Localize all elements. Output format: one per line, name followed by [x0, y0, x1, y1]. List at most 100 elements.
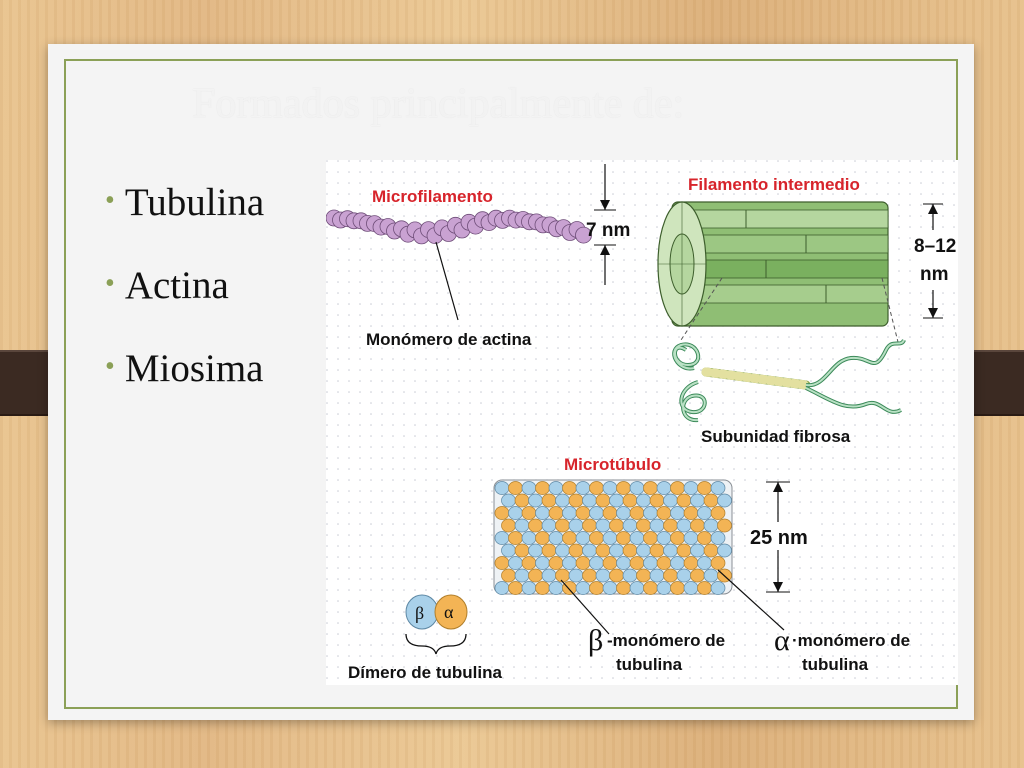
microfilament-title: Microfilamento — [372, 187, 493, 206]
beta-tubulin — [663, 568, 678, 583]
beta-tubulin — [535, 531, 550, 545]
alpha-tubulin — [541, 518, 557, 533]
alpha-tubulin — [521, 481, 537, 495]
alpha-tubulin — [622, 568, 638, 583]
alpha-tubulin — [622, 518, 638, 533]
beta-tubulin — [690, 568, 705, 583]
beta-monomer-label-line1: -monómero de — [607, 631, 725, 650]
alpha-tubulin — [548, 481, 564, 495]
microtubule-cylinder — [493, 479, 733, 595]
arrow-head-icon — [600, 200, 610, 210]
bullet-list: •Tubulina •Actina •Miosima — [105, 176, 264, 425]
alpha-monomer-label-line2: tubulina — [802, 655, 869, 674]
beta-tubulin — [609, 518, 624, 533]
alpha-tubulin — [710, 531, 726, 545]
alpha-tubulin — [494, 481, 510, 495]
alpha-tubulin — [697, 556, 712, 570]
alpha-tubulin — [690, 543, 705, 558]
beta-tubulin — [649, 493, 665, 508]
alpha-tubulin — [670, 556, 685, 570]
beta-tubulin — [582, 518, 597, 533]
microfilament-size: 7 nm — [586, 220, 630, 241]
beta-tubulin — [541, 493, 557, 508]
alpha-tubulin — [656, 481, 672, 495]
alpha-tubulin — [501, 543, 516, 558]
bullet-item-tubulina: • Tubulina — [105, 176, 264, 259]
beta-tubulin — [568, 543, 584, 558]
alpha-tubulin — [643, 556, 658, 570]
zoom-line — [680, 277, 723, 341]
tubulin-dimer-label: Dímero de tubulina — [348, 663, 503, 682]
beta-tubulin — [683, 506, 699, 520]
beta-tubulin — [697, 481, 712, 495]
beta-tubulin — [643, 581, 658, 595]
alpha-tubulin — [649, 568, 665, 583]
alpha-tubulin — [683, 481, 699, 495]
alpha-tubulin — [535, 556, 550, 570]
alpha-tubulin — [501, 493, 516, 508]
dimer-alpha-symbol: α — [444, 602, 454, 622]
beta-tubulin — [501, 568, 516, 583]
beta-tubulin — [676, 493, 692, 508]
beta-tubulin — [494, 506, 510, 520]
beta-tubulin — [535, 581, 550, 595]
alpha-tubulin — [528, 493, 543, 508]
alpha-tubulin — [616, 506, 631, 520]
beta-tubulin — [528, 568, 543, 583]
beta-tubulin — [589, 531, 604, 545]
beta-tubulin — [595, 493, 611, 508]
arrow-head-icon — [773, 482, 783, 492]
beta-tubulin — [562, 531, 577, 545]
alpha-tubulin — [548, 531, 564, 545]
alpha-tubulin — [656, 531, 672, 545]
beta-tubulin — [670, 531, 685, 545]
alpha-tubulin — [629, 531, 645, 545]
label-mask — [911, 230, 957, 290]
arrow-head-icon — [600, 245, 610, 255]
alpha-tubulin — [555, 493, 570, 508]
alpha-tubulin — [514, 568, 530, 583]
beta-tubulin — [535, 481, 550, 495]
slide-title: Formados principalmente de: — [192, 81, 685, 127]
beta-tubulin — [690, 518, 705, 533]
beta-tubulin — [575, 556, 591, 570]
brace-icon — [405, 633, 467, 655]
alpha-tubulin — [548, 581, 564, 595]
beta-tubulin — [595, 543, 611, 558]
alpha-tubulin — [663, 543, 678, 558]
bullet-label: Tubulina — [124, 181, 265, 224]
beta-tubulin — [717, 518, 732, 533]
leader-line — [435, 241, 459, 321]
fibrous-subunit — [672, 338, 906, 423]
beta-tubulin — [555, 518, 570, 533]
alpha-tubulin — [710, 581, 726, 595]
beta-tubulin — [541, 543, 557, 558]
beta-tubulin — [501, 518, 516, 533]
beta-tubulin — [528, 518, 543, 533]
beta-tubulin — [697, 581, 712, 595]
alpha-tubulin — [595, 568, 611, 583]
alpha-tubulin — [636, 543, 651, 558]
bullet-icon: • — [105, 351, 115, 382]
alpha-tubulin — [555, 543, 570, 558]
bullet-label: Actina — [124, 264, 229, 307]
alpha-tubulin — [521, 531, 537, 545]
beta-tubulin — [602, 556, 618, 570]
beta-tubulin — [683, 556, 699, 570]
beta-symbol: β — [588, 624, 603, 657]
bullet-icon: • — [105, 268, 115, 299]
beta-tubulin — [575, 506, 591, 520]
alpha-tubulin — [575, 531, 591, 545]
alpha-tubulin — [609, 493, 624, 508]
alpha-tubulin — [690, 493, 705, 508]
alpha-symbol: α — [774, 624, 790, 657]
alpha-tubulin — [717, 493, 732, 508]
bullet-icon: • — [105, 185, 115, 216]
beta-tubulin — [697, 531, 712, 545]
alpha-tubulin — [656, 581, 672, 595]
microtubule-title: Microtúbulo — [564, 455, 661, 474]
alpha-tubulin — [616, 556, 631, 570]
alpha-tubulin — [589, 506, 604, 520]
alpha-tubulin — [643, 506, 658, 520]
beta-tubulin — [663, 518, 678, 533]
